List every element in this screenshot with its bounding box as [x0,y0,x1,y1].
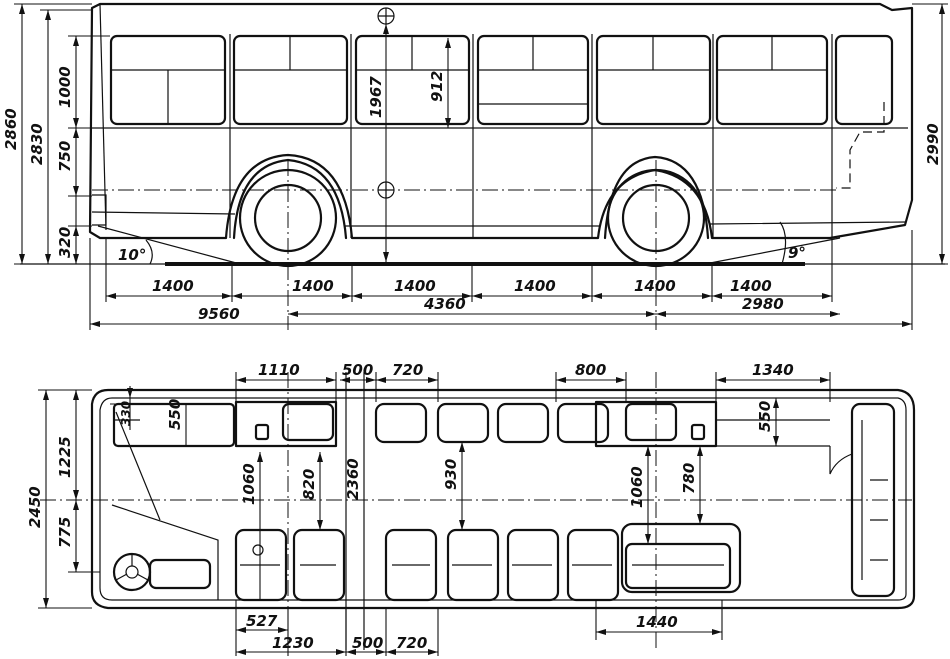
side-windows [109,34,894,189]
aisle-lines [345,372,365,650]
dim-seg-1: 1400 [152,277,194,295]
dim-bottom-1: 527 [246,612,278,630]
side-bottom-dimensions [89,230,913,330]
dim-seg-6: 1400 [730,277,772,295]
dim-inner-5: 1060 [628,466,646,508]
dim-total-height: 2860 [2,108,20,150]
seat-bottom-2 [292,528,346,602]
front-seat-box [112,402,236,448]
front-face [99,3,107,231]
inner-wall [99,397,907,601]
front-bumper [92,194,107,226]
seat-bottom-7 [624,542,732,590]
plan-top-dimensions [235,372,831,402]
front-angle-line [97,225,241,265]
rear-angle-line [704,237,841,265]
dim-bottom-2: 1230 [272,634,314,652]
dim-bottom-3: 500 [352,634,383,652]
plan-inner-dimensions [257,398,779,600]
seat-top-2 [374,402,428,444]
dim-overall-length: 9560 [198,305,240,323]
dim-seg-5: 1400 [634,277,676,295]
plan-bottom-dimensions [235,600,723,656]
driver-seat [148,558,212,590]
seat-top-5 [556,402,610,444]
rear-angle-arc [779,221,787,265]
seat-bottom-3 [384,528,438,602]
seat-bottom-1 [234,528,288,602]
dim-plan-width: 2450 [26,486,44,528]
plan-view: 1110 500 720 800 1340 2450 1225 775 330 … [26,361,916,656]
window-7 [834,34,894,126]
seat-top-4 [496,402,550,444]
dim-roof-height: 2830 [28,123,46,165]
side-left-dimensions [14,3,110,265]
seat-bottom-6 [566,528,620,602]
dim-driver-box: 550 [166,399,184,430]
front-wheel [232,158,348,268]
dim-window-height: 1000 [56,66,74,108]
dim-belt-height: 750 [56,141,74,172]
seat-bottom-5 [506,528,560,602]
seat-top-3 [436,402,490,444]
seat-bottom-4 [446,528,500,602]
dim-inner-1: 1060 [240,463,258,505]
dim-rear-box: 550 [756,401,774,432]
dim-plan-lower: 775 [56,517,74,548]
dim-driver-small: 330 [119,401,133,426]
rear-angle-label: 9° [788,244,806,262]
dim-inner-2: 820 [300,469,318,500]
driver-partition [111,411,219,600]
dim-seg-3: 1400 [394,277,436,295]
floor-line [91,211,906,227]
seat-top-1 [281,402,335,442]
dim-clearance: 320 [56,227,74,258]
dim-wheelbase: 4360 [423,295,466,313]
front-angle-arc [145,239,153,265]
pillars [229,34,833,238]
dim-seat-top: 720 [392,361,423,379]
dim-rear-overhang: 2980 [742,295,784,313]
front-door-well [234,400,338,448]
dim-inner-6: 780 [680,463,698,494]
dim-inner-4: 930 [442,459,460,490]
dim-door-height-2: 912 [428,71,446,102]
dim-plan-upper: 1225 [56,436,74,478]
dim-rear-door: 1340 [752,361,794,379]
bus-body-plan [90,388,916,610]
rear-bench [850,402,896,598]
dim-seg-4: 1400 [514,277,556,295]
seat-top-6 [624,402,678,442]
dim-front-door: 1110 [258,361,300,379]
front-angle-label: 10° [118,246,146,264]
dim-inner-3: 2360 [344,458,362,500]
steering-wheel-icon [112,552,152,592]
dim-mid-door: 800 [575,361,606,379]
rear-door-well [620,522,742,594]
dim-gap-top: 500 [342,361,373,379]
side-view: 10° 9° 2860 2830 1000 750 320 1967 912 2… [2,2,948,330]
dim-bottom-4: 720 [396,634,427,652]
dim-bottom-5: 1440 [636,613,678,631]
dim-door-height-1: 1967 [367,76,385,118]
plan-left-dimensions [38,386,187,609]
dim-seg-2: 1400 [292,277,334,295]
dim-rear-height: 2990 [924,123,942,165]
bus-body-side [88,2,914,240]
